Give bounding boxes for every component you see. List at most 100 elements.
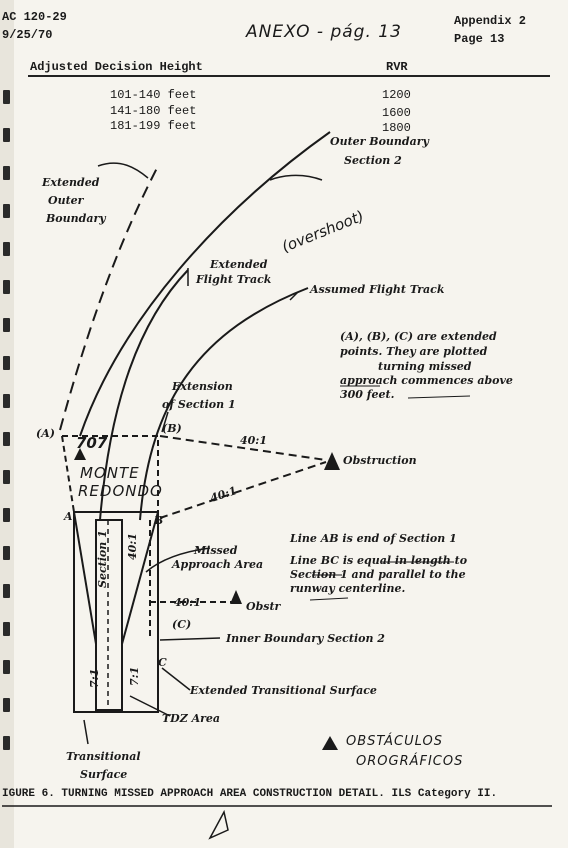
- page-label: Page 13: [454, 32, 505, 46]
- leader-tdz: [129, 695, 171, 717]
- leader-extension: [161, 411, 169, 433]
- leader-assumed: [289, 291, 299, 301]
- tdz-label: TDZ Area: [162, 712, 221, 725]
- note-line: turning missed: [378, 360, 472, 373]
- obstruction-label: Obstruction: [343, 454, 417, 467]
- extension-left: [61, 435, 75, 513]
- missed-approach-label: Missed: [194, 544, 238, 557]
- binder-hole: [3, 280, 10, 294]
- table-header-height: Adjusted Decision Height: [30, 60, 203, 74]
- assumed-flight-track-curve: [139, 287, 309, 521]
- table-row-rvr: 1600: [382, 106, 411, 120]
- binder-strip: [0, 0, 14, 848]
- monte-redondo-label: REDONDO: [78, 482, 163, 500]
- extension-box: [62, 435, 159, 512]
- extension-section1-label: Extension: [172, 380, 233, 393]
- transitional-surface-label: Surface: [80, 768, 128, 781]
- leader-transitional-surface: [83, 719, 89, 745]
- dash-to-obstruction-1: [159, 435, 327, 461]
- line-bc-note: Line BC is equal in length to: [290, 554, 468, 567]
- obstaculos-label: OROGRÁFICOS: [356, 754, 464, 769]
- section1-label: Section 1: [96, 530, 109, 588]
- binder-hole: [3, 660, 10, 674]
- line-bc-note: runway centerline.: [290, 582, 406, 595]
- leader-outer: [269, 174, 323, 181]
- extended-outer-boundary-curve: [59, 165, 159, 431]
- ratio-label: 7:1: [88, 668, 101, 688]
- leader-inner: [159, 637, 221, 641]
- transitional-surface-label: Transitional: [66, 750, 141, 763]
- binder-hole: [3, 90, 10, 104]
- point-b-label: B: [154, 514, 164, 527]
- appendix-label: Appendix 2: [454, 14, 527, 28]
- obstruction-triangle: [324, 452, 340, 470]
- table-row-height: 101-140 feet: [110, 88, 197, 102]
- extended-outer-label: Extended: [42, 176, 100, 189]
- table-rule: [28, 75, 550, 77]
- outer-boundary-label: Outer Boundary: [330, 135, 429, 148]
- point-b-paren: (B): [162, 422, 182, 435]
- splay-right: [121, 511, 159, 645]
- splay-left: [73, 511, 97, 645]
- obstaculos-label: OBSTÁCULOS: [346, 734, 443, 749]
- binder-hole: [3, 318, 10, 332]
- doc-date: 9/25/70: [2, 28, 53, 42]
- point-c-paren: (C): [172, 618, 192, 631]
- binder-hole: [3, 546, 10, 560]
- binder-hole: [3, 508, 10, 522]
- binder-hole: [3, 242, 10, 256]
- table-row-rvr: 1200: [382, 88, 411, 102]
- binder-hole: [3, 166, 10, 180]
- ratio-label: 40:1: [240, 434, 268, 447]
- peak-triangle: [74, 448, 86, 460]
- line-ab-note: Line AB is end of Section 1: [290, 532, 457, 545]
- dash-to-obstruction-2: [159, 461, 327, 519]
- note-line: points. They are plotted: [340, 345, 488, 358]
- obstr-triangle: [230, 590, 242, 604]
- monte-redondo-label: MONTE: [80, 464, 140, 482]
- ratio-label: 40:1: [174, 596, 202, 609]
- leader-missed: [145, 547, 211, 573]
- extended-transitional-label: Extended Transitional Surface: [190, 684, 377, 697]
- table-row-height: 181-199 feet: [110, 119, 197, 133]
- section1-rect: [73, 511, 159, 713]
- point-c-label: C: [158, 656, 167, 669]
- point-a-label: A: [64, 510, 73, 523]
- legend-triangle: [322, 736, 338, 750]
- outer-boundary-section-label: Section 2: [344, 154, 402, 167]
- binder-hole: [3, 622, 10, 636]
- obstr-label: Obstr: [246, 600, 281, 613]
- leader-ext-outer: [97, 162, 149, 179]
- note-line: 300 feet.: [340, 388, 395, 401]
- leader-transitional: [161, 667, 191, 691]
- binder-hole: [3, 470, 10, 484]
- doc-number: AC 120-29: [2, 10, 67, 24]
- binder-hole: [3, 356, 10, 370]
- extended-flight-label: Flight Track: [196, 273, 272, 286]
- binder-hole: [3, 128, 10, 142]
- table-row-height: 141-180 feet: [110, 104, 197, 118]
- peak-height: 707: [76, 434, 108, 452]
- binder-hole: [3, 698, 10, 712]
- handwritten-annex: ANEXO - pág. 13: [246, 22, 402, 42]
- extension-section1-label: of Section 1: [162, 398, 236, 411]
- missed-approach-label: Approach Area: [172, 558, 264, 571]
- extended-flight-track-curve: [99, 269, 189, 521]
- extended-outer-label: Boundary: [46, 212, 106, 225]
- extended-outer-label: Outer: [48, 194, 84, 207]
- binder-hole: [3, 204, 10, 218]
- binder-hole: [3, 584, 10, 598]
- runway-strip: [95, 519, 123, 711]
- note-line: (A), (B), (C) are extended: [340, 330, 497, 343]
- inner-boundary-label: Inner Boundary Section 2: [226, 632, 385, 645]
- binder-hole: [3, 736, 10, 750]
- bottom-arrow-mark: [208, 809, 229, 840]
- ratio-label: 7:1: [128, 666, 141, 686]
- binder-hole: [3, 394, 10, 408]
- extended-flight-label: Extended: [210, 258, 268, 271]
- binder-hole: [3, 432, 10, 446]
- point-a-paren: (A): [36, 427, 55, 440]
- note-line: approach commences above: [340, 374, 513, 387]
